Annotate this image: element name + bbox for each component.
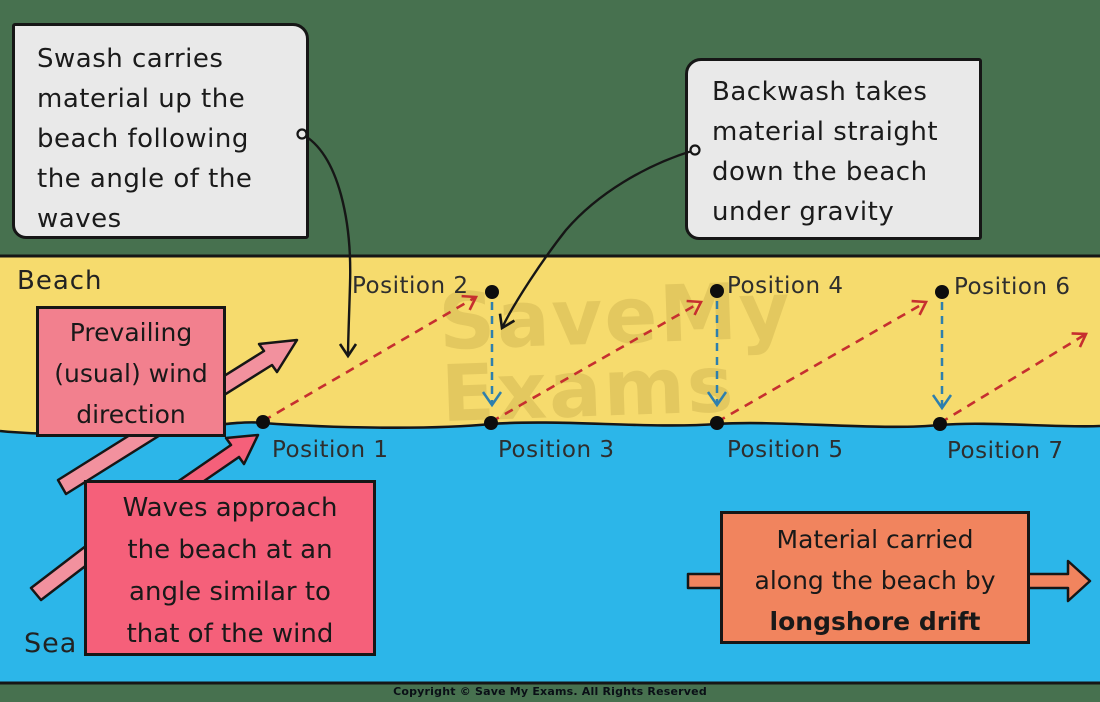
beach-label: Beach [17, 266, 103, 296]
position-label-5: Position 5 [727, 437, 844, 463]
callout-text-line: down the beach [712, 157, 928, 187]
position-label-7: Position 7 [947, 438, 1064, 464]
callout-text-line: the angle of the [37, 164, 253, 194]
infobox-text-line: angle similar to [129, 577, 331, 607]
position-label-6: Position 6 [954, 274, 1071, 300]
waves-approach-box: Waves approach the beach at an angle sim… [84, 480, 376, 656]
position-label-4: Position 4 [727, 273, 844, 299]
infobox-text-line: along the beach by [754, 566, 996, 595]
callout-text-line: waves [37, 204, 122, 234]
infobox-text-line: Prevailing [69, 318, 193, 347]
position-label-1: Position 1 [272, 437, 389, 463]
callout-text-line: material up the [37, 84, 246, 114]
longshore-drift-box: Material carried along the beach by long… [720, 511, 1030, 644]
infobox-text-line: (usual) wind [54, 359, 208, 388]
backwash-callout: Backwash takes material straight down th… [685, 58, 982, 240]
position-label-3: Position 3 [498, 437, 615, 463]
infobox-text-line: Waves approach [122, 493, 338, 523]
infobox-text-line: that of the wind [126, 619, 334, 649]
callout-text-line: material straight [712, 117, 939, 147]
callout-text-line: Swash carries [37, 44, 224, 74]
infobox-text-line: direction [76, 400, 186, 429]
copyright-text: Copyright © Save My Exams. All Rights Re… [393, 685, 707, 698]
infobox-text-line: the beach at an [127, 535, 333, 565]
prevailing-wind-box: Prevailing (usual) wind direction [36, 306, 226, 437]
infobox-text-line: Material carried [776, 525, 974, 554]
sea-label: Sea [24, 628, 78, 659]
swash-callout: Swash carries material up the beach foll… [12, 23, 309, 239]
callout-text-line: under gravity [712, 197, 895, 227]
infobox-bold-line: longshore drift [769, 607, 981, 636]
callout-text-line: beach following [37, 124, 249, 154]
callout-text-line: Backwash takes [712, 77, 928, 107]
position-label-2: Position 2 [352, 273, 469, 299]
